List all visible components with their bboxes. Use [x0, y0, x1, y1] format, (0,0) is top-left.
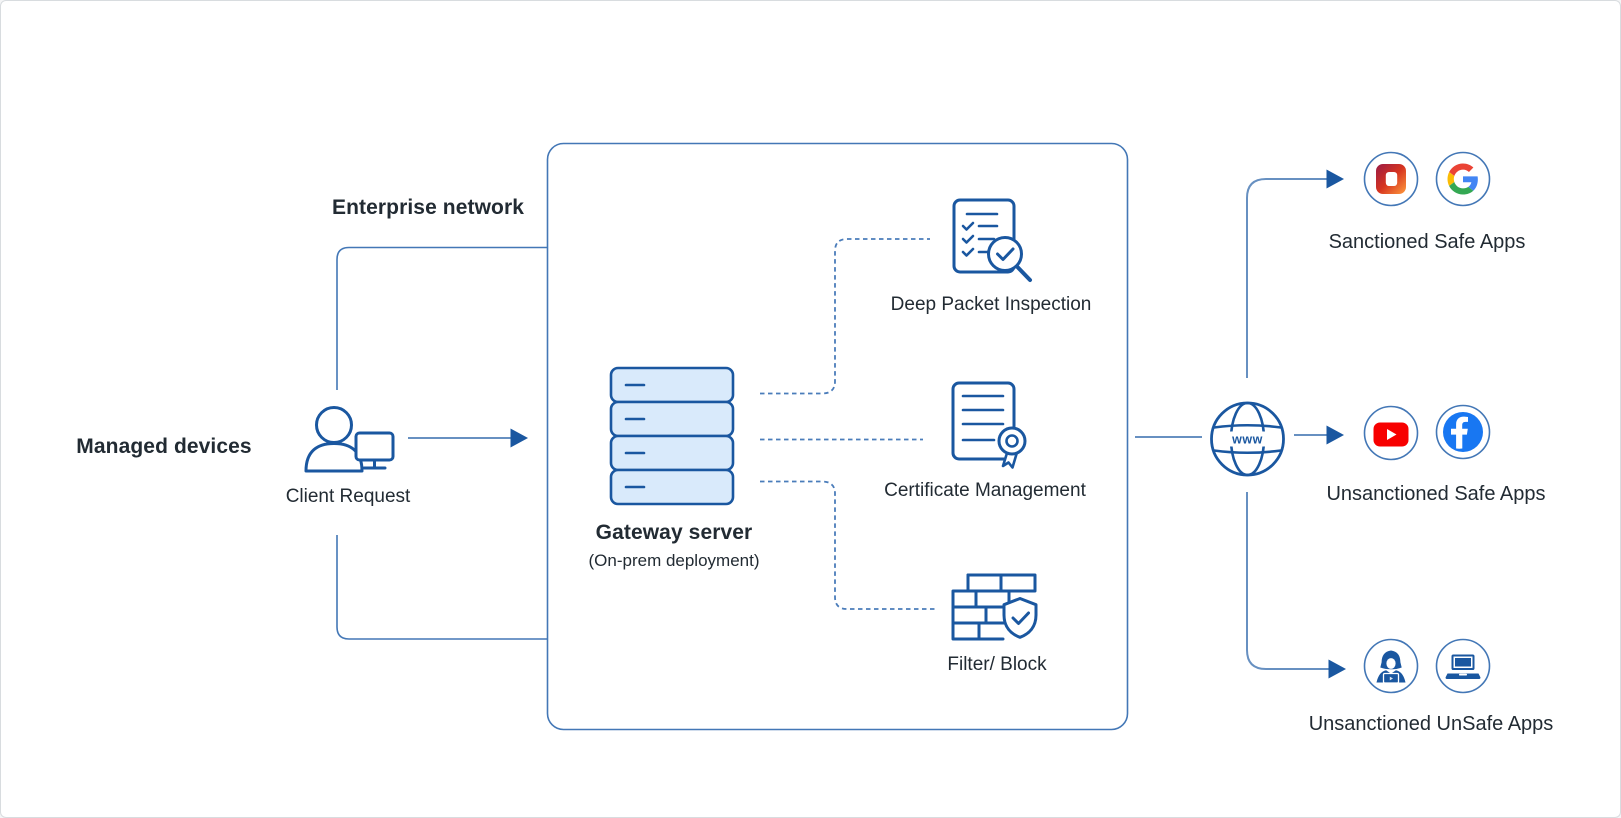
- gateway-server-icon: [609, 366, 735, 506]
- globe-www-label: www: [1231, 433, 1263, 447]
- gateway-server-subtitle: (On-prem deployment): [588, 551, 760, 570]
- gateway-server-label: Gateway server: [595, 521, 753, 544]
- deep-packet-inspection-label: Deep Packet Inspection: [890, 294, 1092, 315]
- enterprise-bracket-bottom: [336, 535, 547, 640]
- sanctioned-safe-apps-label: Sanctioned Safe Apps: [1328, 231, 1526, 253]
- managed-devices-label: Managed devices: [76, 435, 252, 458]
- gateway-zone-box: [546, 142, 1129, 731]
- facebook-icon: [1435, 404, 1491, 460]
- enterprise-bracket-top: [336, 246, 547, 390]
- branch-sanctioned-arrow-icon: [1326, 169, 1344, 189]
- branch-unsanctioned-unsafe-line: [1246, 492, 1329, 670]
- unsanctioned-unsafe-apps-label: Unsanctioned UnSafe Apps: [1308, 713, 1554, 735]
- certificate-management-icon: [951, 381, 1027, 469]
- branch-unsanctioned-unsafe-arrow-icon: [1328, 659, 1346, 679]
- google-icon: [1435, 151, 1491, 207]
- unsanctioned-safe-apps-label: Unsanctioned Safe Apps: [1326, 483, 1546, 505]
- youtube-icon: [1363, 405, 1419, 461]
- enterprise-network-label: Enterprise network: [331, 196, 525, 219]
- deep-packet-inspection-icon: [952, 198, 1032, 282]
- compromised-laptop-icon: [1435, 638, 1491, 694]
- client-arrow-head-icon: [510, 428, 528, 448]
- internet-globe-icon: www: [1210, 401, 1285, 477]
- dotted-link-filter-block: [760, 480, 935, 610]
- certificate-management-label: Certificate Management: [884, 480, 1086, 501]
- filter-block-label: Filter/ Block: [947, 654, 1047, 675]
- branch-sanctioned-line: [1246, 178, 1327, 378]
- branch-unsanctioned-safe-arrow-icon: [1326, 425, 1344, 445]
- microsoft-office-icon: [1363, 151, 1419, 207]
- client-request-label: Client Request: [285, 486, 411, 507]
- client-device-icon: [304, 406, 395, 473]
- dotted-link-deep-packet-inspection: [760, 238, 930, 395]
- hacker-threat-icon: [1363, 638, 1419, 694]
- filter-block-icon: [951, 573, 1038, 641]
